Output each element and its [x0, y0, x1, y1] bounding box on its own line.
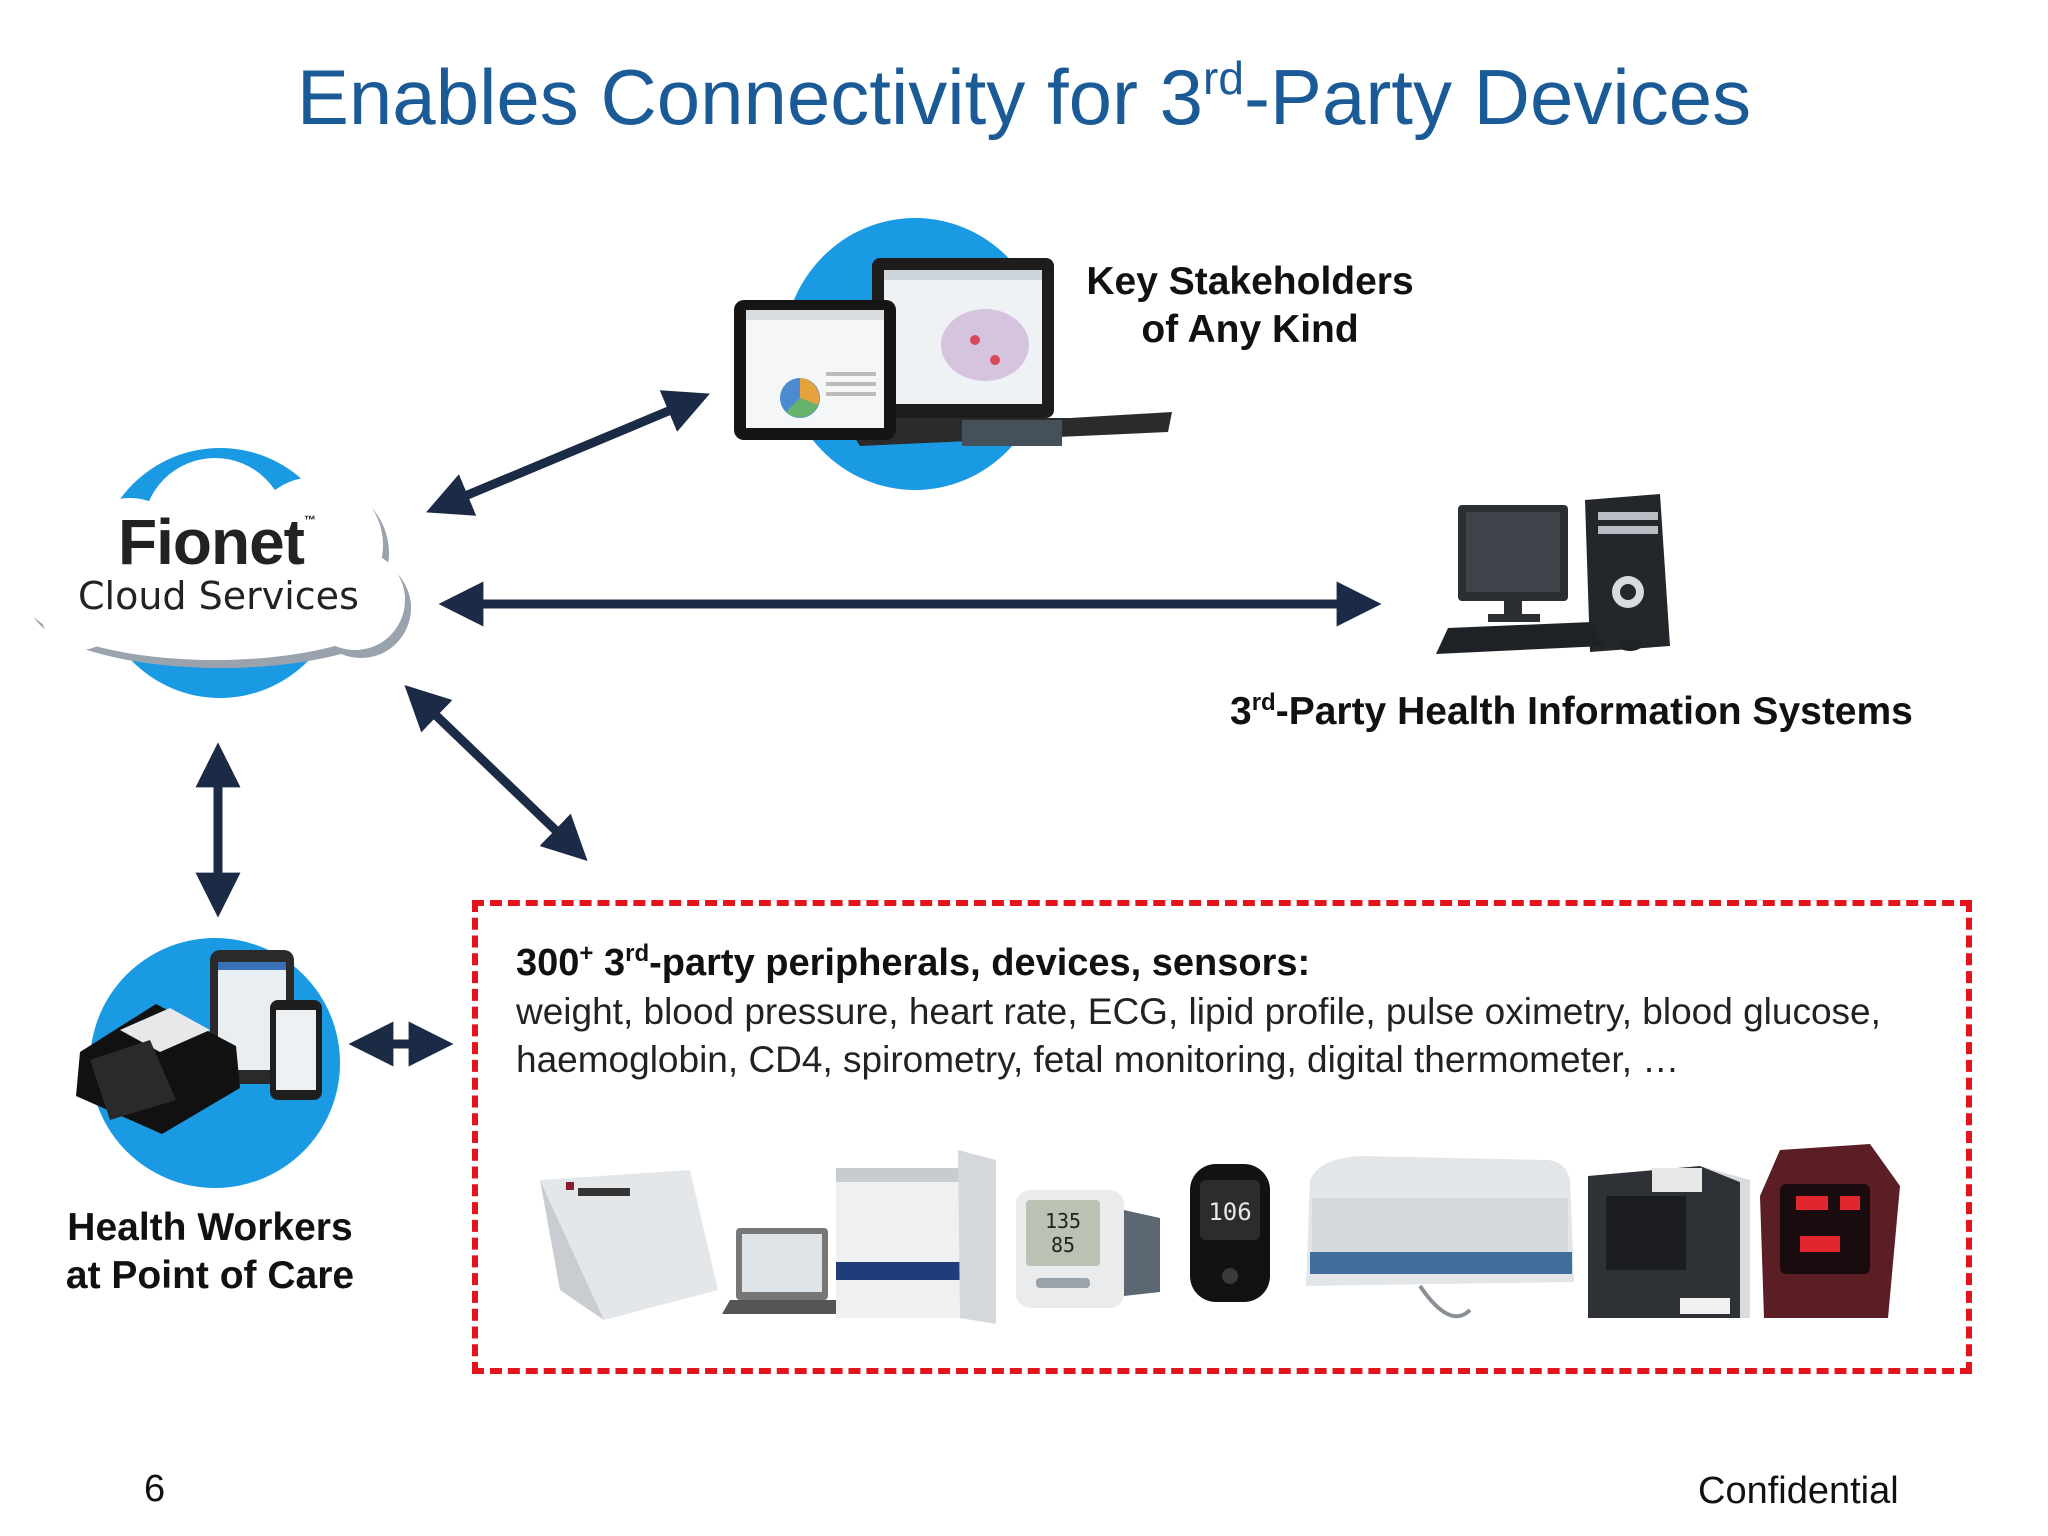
- device-count: 300: [516, 942, 580, 984]
- health-workers-line-2: at Point of Care: [65, 1254, 355, 1297]
- device-count-plus: +: [579, 940, 594, 967]
- cloud-services-label: Cloud Services: [78, 574, 359, 618]
- device-glucose-meter: [1190, 1164, 1270, 1302]
- page-number: 6: [144, 1468, 166, 1510]
- cloud-icon: [25, 458, 411, 668]
- devices-heading: 300+ 3rd-party peripherals, devices, sen…: [516, 942, 1310, 985]
- handheld-devices-icon: [76, 950, 322, 1134]
- fionet-brand-text: Fionet: [118, 506, 305, 578]
- stakeholders-line-2: of Any Kind: [1141, 308, 1359, 351]
- his-text-end: -Party Health Information Systems: [1275, 690, 1913, 733]
- confidential-label: Confidential: [1698, 1470, 1899, 1512]
- desktop-computer-icon: [1436, 494, 1670, 654]
- arrow-cloud-stakeholders: [426, 390, 710, 516]
- devices-heading-mid: 3: [593, 942, 626, 984]
- laptop-tablet-icon: [734, 258, 1172, 446]
- device-blood-pressure-monitor: [1016, 1190, 1160, 1308]
- device-chemistry-analyzer: [1306, 1156, 1574, 1319]
- trademark-mark: ™: [303, 513, 316, 527]
- devices-heading-end: -party peripherals, devices, sensors:: [649, 942, 1311, 984]
- health-workers-label: Health Workers at Point of Care: [40, 1204, 380, 1300]
- arrow-cloud-devices: [404, 685, 588, 861]
- bp-display-systolic: 135: [1045, 1209, 1081, 1233]
- glucose-display: 106: [1208, 1198, 1251, 1226]
- device-analyzer-white: [540, 1170, 718, 1320]
- health-workers-line-1: Health Workers: [67, 1206, 353, 1249]
- title-text-end: -Party Devices: [1243, 53, 1752, 141]
- device-cd4-analyzer: [1588, 1166, 1750, 1318]
- title-text: Enables Connectivity for 3: [296, 53, 1204, 141]
- slide-title: Enables Connectivity for 3rd-Party Devic…: [0, 52, 2048, 143]
- his-superscript: rd: [1251, 689, 1276, 716]
- his-label: 3rd-Party Health Information Systems: [1230, 688, 1913, 736]
- devices-description: weight, blood pressure, heart rate, ECG,…: [516, 991, 1881, 1080]
- device-pcr-analyzer-laptop: [722, 1150, 996, 1324]
- title-superscript: rd: [1203, 52, 1244, 104]
- bp-display-diastolic: 85: [1051, 1233, 1075, 1257]
- devices-box: [472, 900, 1972, 1374]
- devices-heading-superscript: rd: [625, 940, 650, 967]
- device-pulse-oximeter: [1760, 1144, 1900, 1318]
- his-text: 3: [1230, 690, 1252, 733]
- stakeholders-label: Key Stakeholders of Any Kind: [1060, 258, 1440, 354]
- stakeholders-line-1: Key Stakeholders: [1086, 260, 1414, 303]
- fionet-logo: Fionet™: [118, 505, 316, 579]
